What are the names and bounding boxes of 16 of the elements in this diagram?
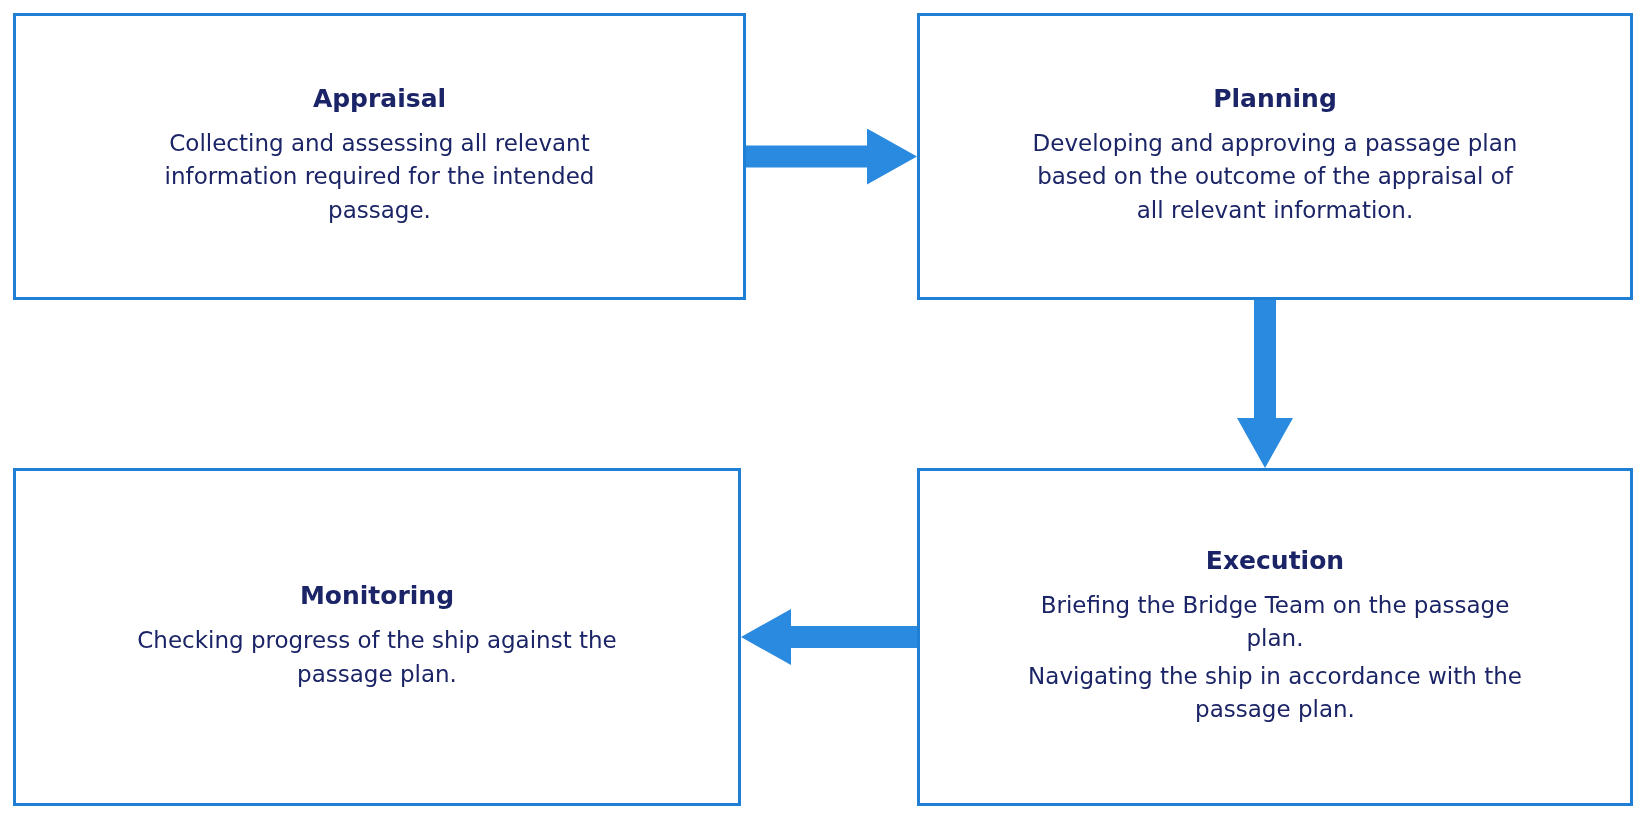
step-title: Planning	[1213, 84, 1337, 113]
process-box	[13, 468, 741, 806]
step-description: Briefing the Bridge Team on the passage plan.	[1039, 590, 1511, 654]
arrow	[741, 609, 917, 665]
step-title: Monitoring	[299, 581, 455, 611]
step-title: Execution	[1205, 545, 1345, 575]
process-box	[917, 468, 1633, 806]
step-description: Collecting and assessing all relevant information required for the intended passage.	[163, 129, 596, 225]
arrow	[746, 128, 917, 185]
process-box	[917, 13, 1633, 300]
step-description: Developing and approving a passage plan based on the outcome of the appraisal of all relevant information.	[1031, 129, 1519, 225]
step-description: Navigating the ship in accordance with the passage plan.	[1027, 661, 1523, 724]
step-description: Checking progress of the ship against the passage plan.	[136, 626, 618, 689]
process-box	[13, 13, 746, 300]
arrow	[1237, 300, 1293, 468]
step-title: Appraisal	[312, 84, 447, 113]
